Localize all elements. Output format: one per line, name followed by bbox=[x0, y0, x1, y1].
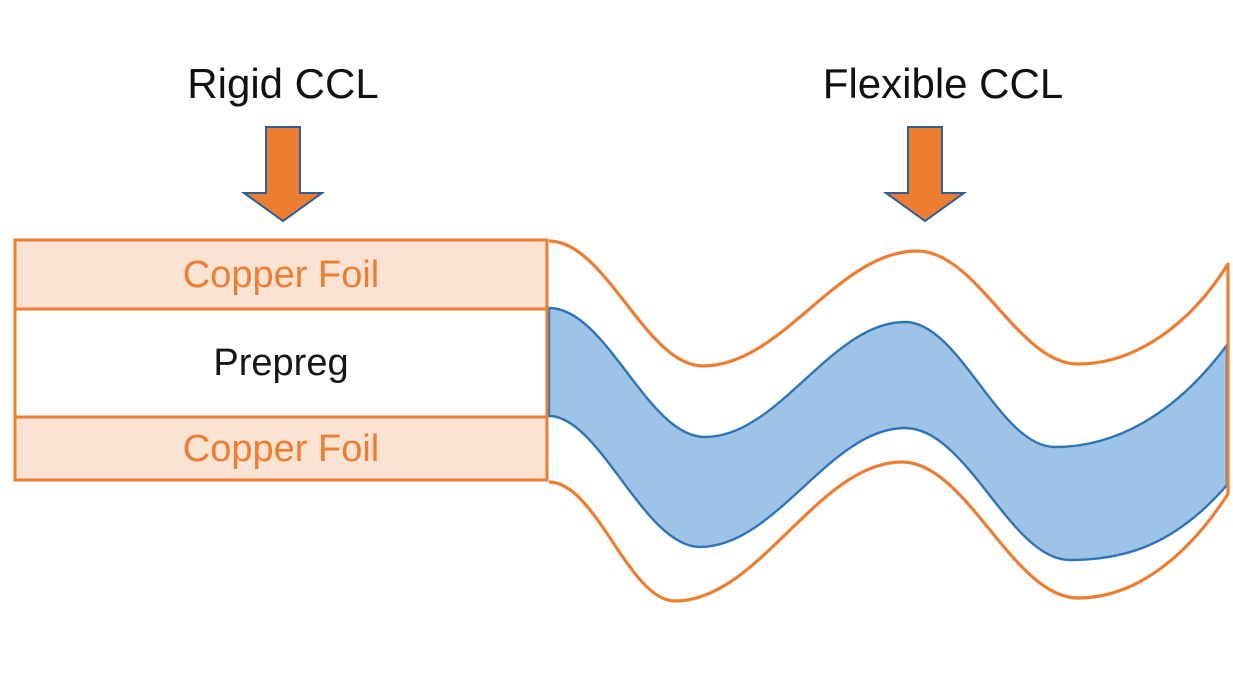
rigid-ccl-arrow-down-icon bbox=[240, 126, 326, 223]
flexible-substrate-band bbox=[547, 306, 1229, 562]
rigid-bottom-copper-rect bbox=[13, 415, 549, 482]
flexible-ccl-arrow-down-icon bbox=[882, 126, 968, 223]
prepreg-label: Prepreg bbox=[213, 342, 349, 384]
bottom-copper-foil-label: Copper Foil bbox=[182, 428, 380, 470]
flexible-copper-outline bbox=[548, 239, 1230, 603]
rigid-stack bbox=[13, 238, 549, 482]
flexible-ccl-title: Flexible CCL bbox=[822, 60, 1064, 107]
top-copper-foil-label: Copper Foil bbox=[182, 254, 380, 296]
rigid-top-copper-rect bbox=[13, 238, 549, 311]
rigid-ccl-title: Rigid CCL bbox=[187, 60, 379, 107]
